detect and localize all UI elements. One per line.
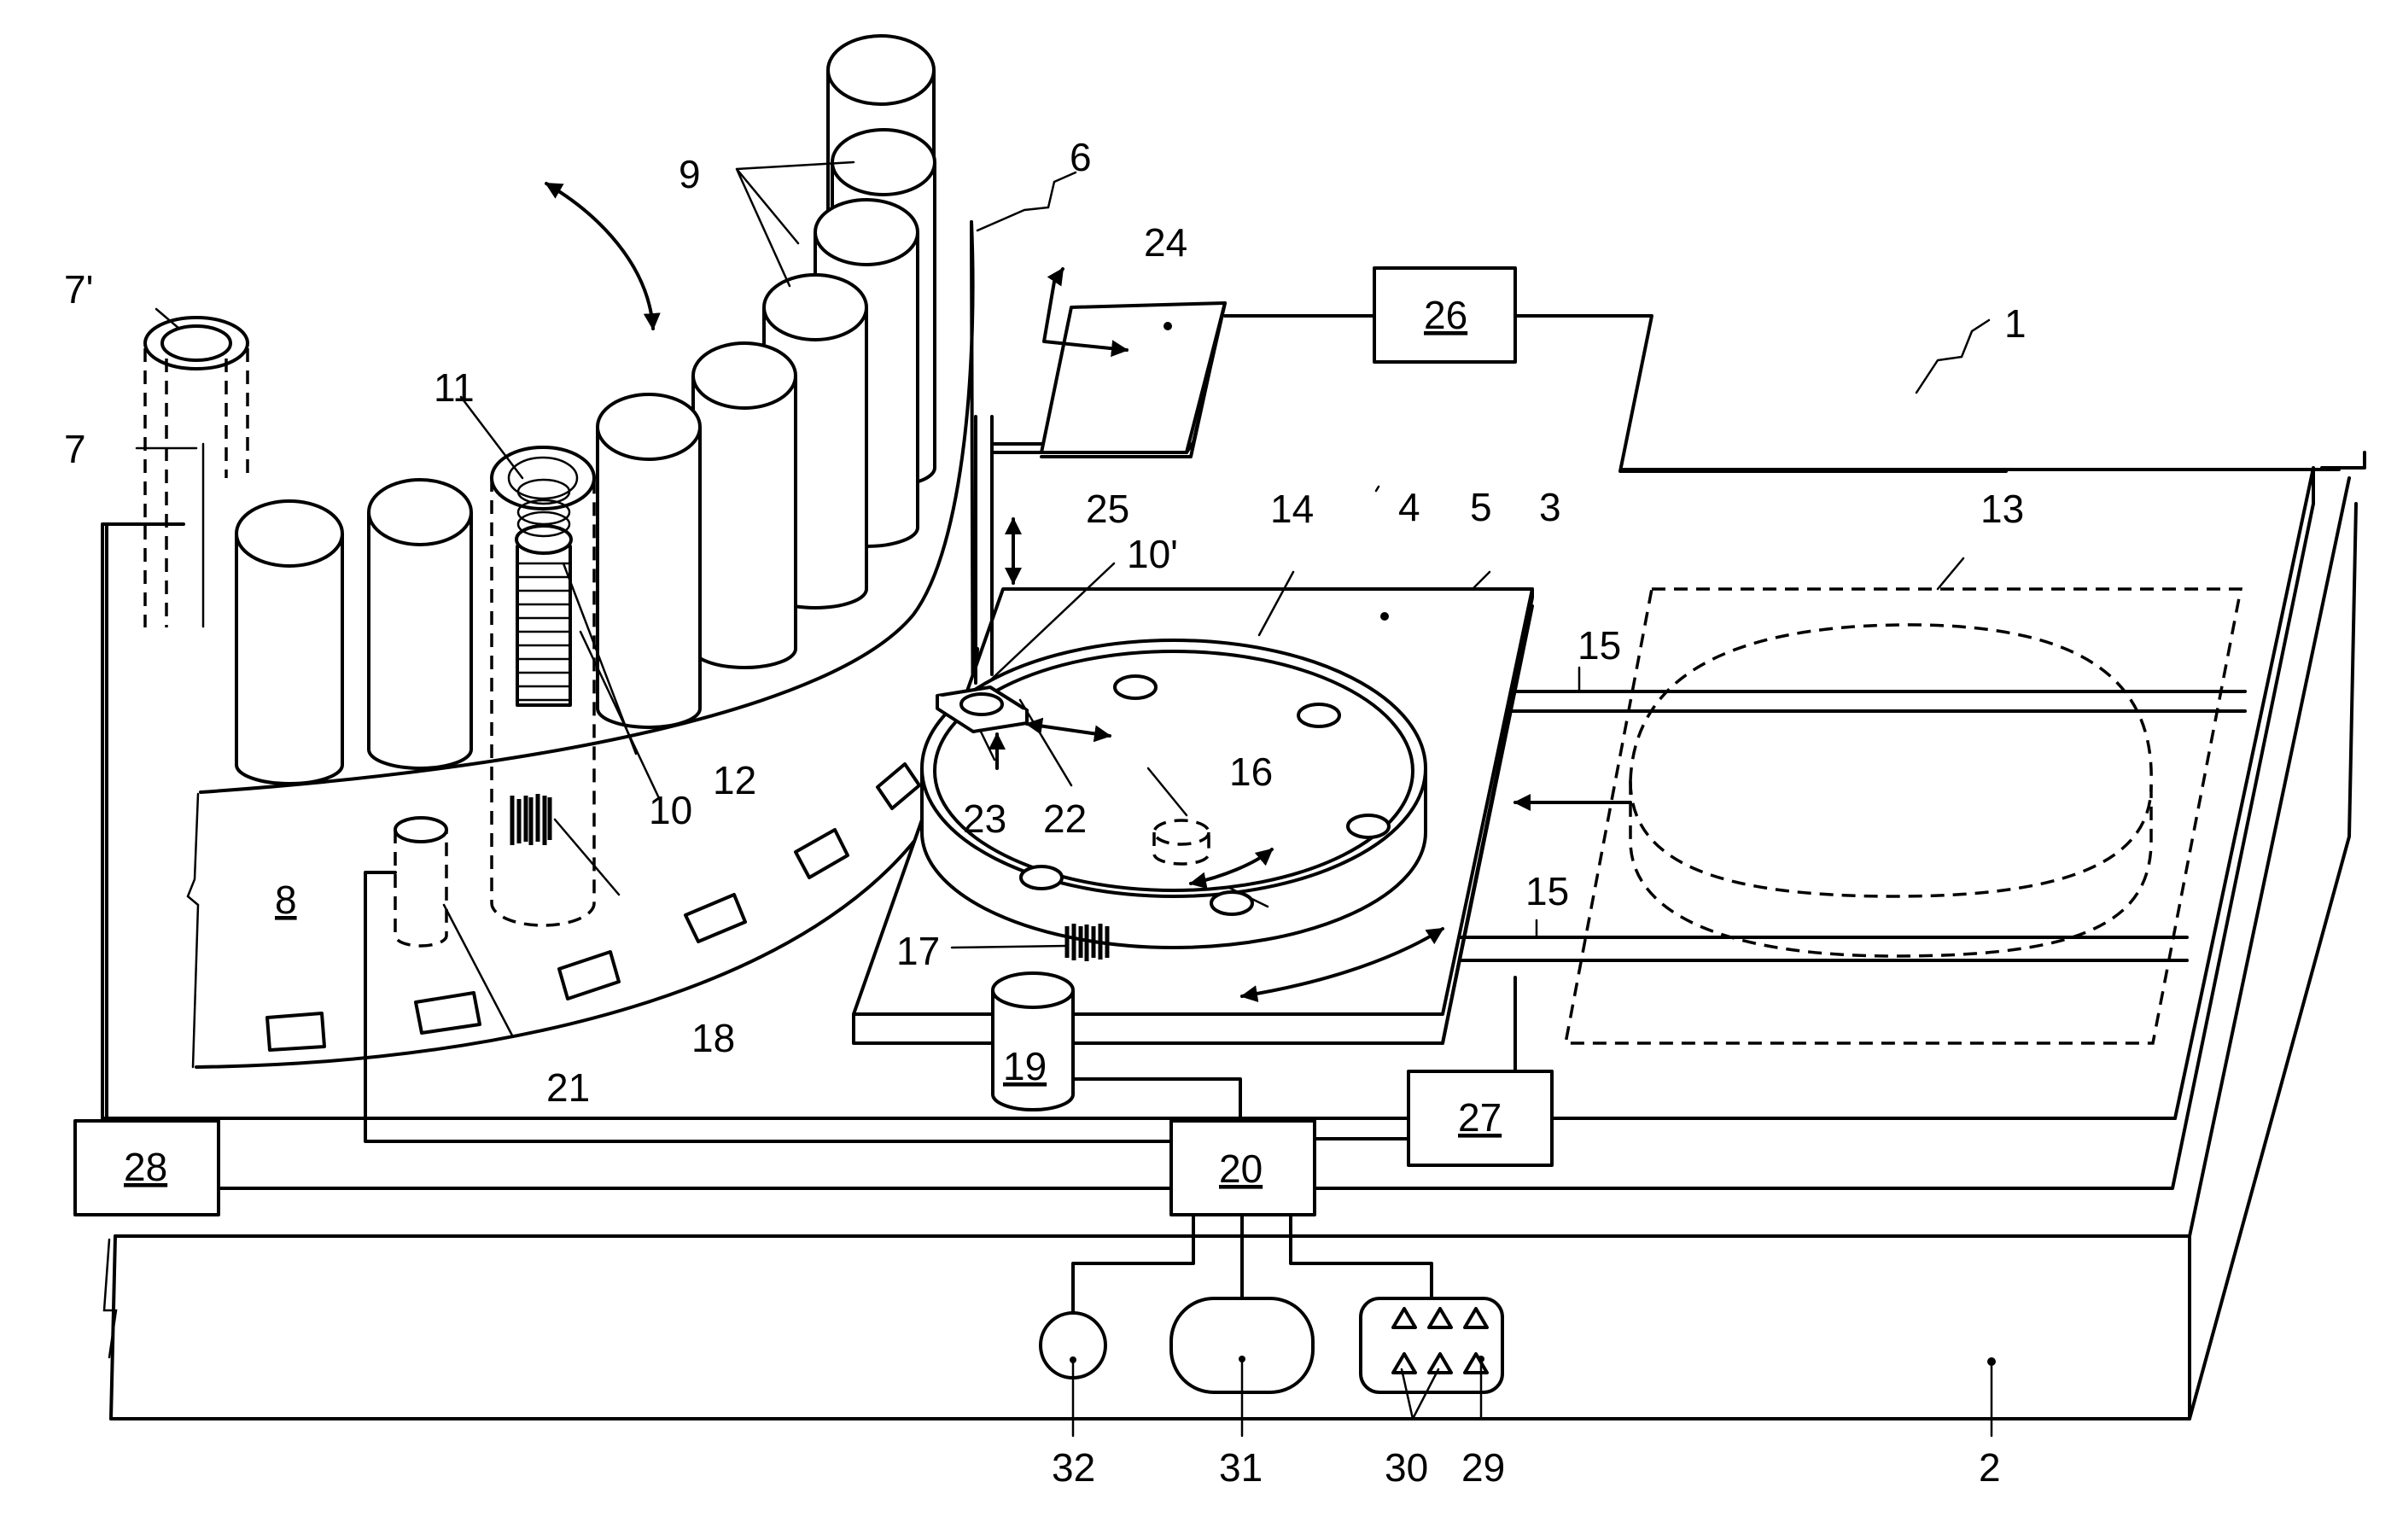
label-15-b: 15 [1525,869,1569,913]
label-15-a: 15 [1578,623,1621,668]
open-tube-with-stack [492,447,594,925]
barcode-17 [1067,924,1107,961]
label-24: 24 [1144,220,1187,265]
rack-tube [236,501,342,784]
label-17: 17 [896,929,940,973]
cylinder-19 [993,973,1073,1110]
label-10: 10 [649,788,692,832]
label-19: 19 [1003,1044,1047,1088]
target-position-13 [1566,589,2241,1043]
rack-tube [369,480,471,768]
label-21: 21 [546,1065,590,1110]
label-23: 23 [963,796,1006,841]
label-26: 26 [1424,293,1467,337]
label-2: 2 [1979,1445,2001,1490]
label-12: 12 [713,758,756,802]
label-27: 27 [1458,1095,1502,1140]
label-30: 30 [1385,1445,1428,1490]
label-7-prime: 7' [64,267,93,312]
label-20: 20 [1219,1146,1263,1191]
rack-tube [598,394,700,727]
label-4: 4 [1398,485,1420,529]
label-7: 7 [64,427,86,471]
label-25: 25 [1086,487,1129,531]
unit-24 [1041,303,1225,457]
label-5: 5 [1470,485,1492,529]
label-3: 3 [1539,485,1561,529]
rack-tube [693,343,796,668]
label-29: 29 [1461,1445,1505,1490]
label-18: 18 [691,1016,735,1060]
label-8: 8 [275,878,297,922]
label-28: 28 [124,1145,167,1189]
label-6: 6 [1070,135,1092,179]
rack-tubes [236,36,935,784]
label-10-prime: 10' [1127,532,1178,576]
disc-stack [516,480,571,705]
barcode-18 [512,794,550,845]
rails-15 [1460,691,2245,960]
label-16: 16 [1229,750,1273,794]
label-32: 32 [1052,1445,1095,1490]
label-9: 9 [679,152,701,196]
label-13: 13 [1980,487,2024,531]
label-1: 1 [2004,301,2027,346]
label-31: 31 [1219,1445,1263,1490]
label-22: 22 [1043,796,1087,841]
label-11: 11 [434,365,475,410]
roll-7 [145,318,248,627]
vial-21 [395,818,446,946]
label-14: 14 [1270,487,1314,531]
